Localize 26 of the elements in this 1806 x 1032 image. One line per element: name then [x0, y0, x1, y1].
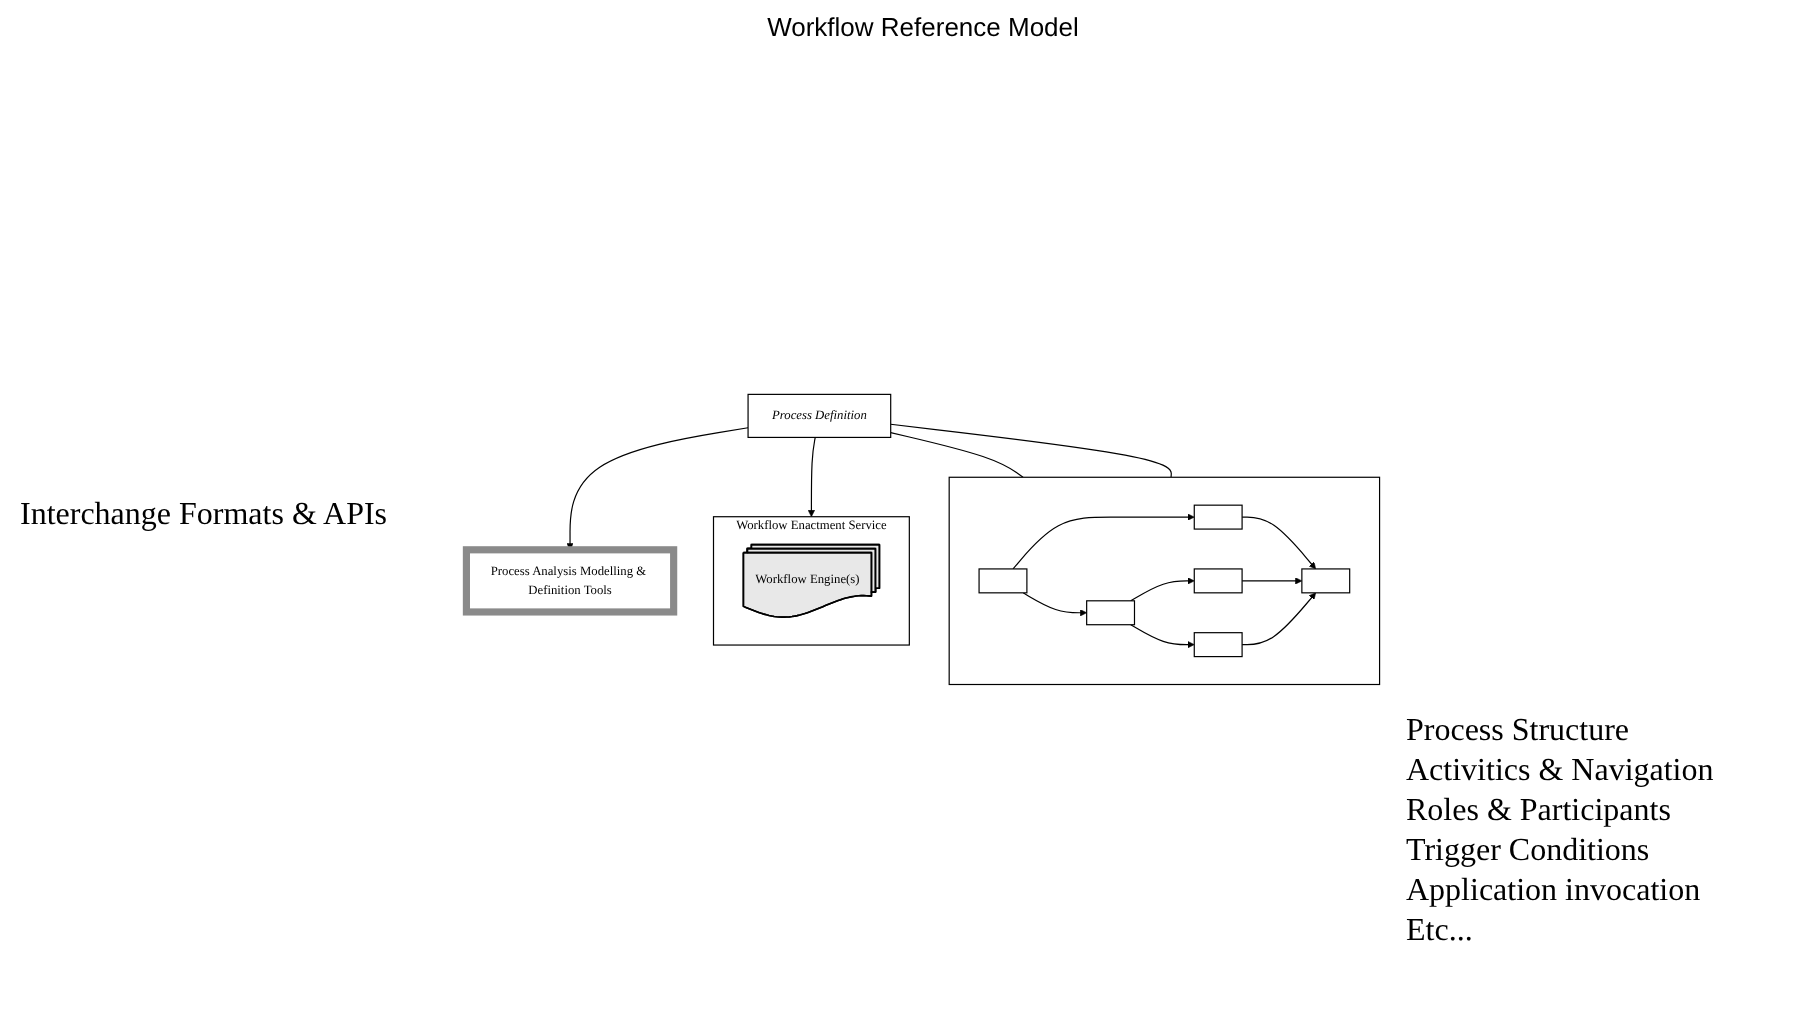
diagram-title: Workflow Reference Model [767, 12, 1079, 42]
node-box [1086, 599, 1136, 625]
arrow [1241, 592, 1316, 645]
arrow [807, 436, 816, 517]
node-box [1193, 567, 1243, 593]
list-item: Roles & Participants [1406, 794, 1673, 830]
cluster [948, 476, 1381, 685]
connector [890, 431, 1024, 478]
node-box [1301, 567, 1351, 593]
arrow [1241, 576, 1303, 584]
arrow [566, 426, 749, 550]
arrow [1130, 576, 1195, 601]
list-item: Activitics & Navigation [1406, 754, 1716, 790]
connector [890, 423, 1172, 478]
node-box [978, 567, 1028, 593]
arrow [1130, 623, 1195, 648]
list-item: Application invocation [1406, 874, 1703, 910]
interface-label: Interchange Formats & APIs [20, 498, 390, 534]
node-box [1193, 631, 1243, 657]
arrow [1012, 513, 1195, 570]
list-item: Etc... [1406, 914, 1475, 950]
node-box [1193, 504, 1243, 530]
arrow [1241, 516, 1316, 569]
list-item: Trigger Conditions [1406, 834, 1652, 870]
list-item: Process Structure [1406, 714, 1632, 750]
arrow [1022, 591, 1087, 616]
